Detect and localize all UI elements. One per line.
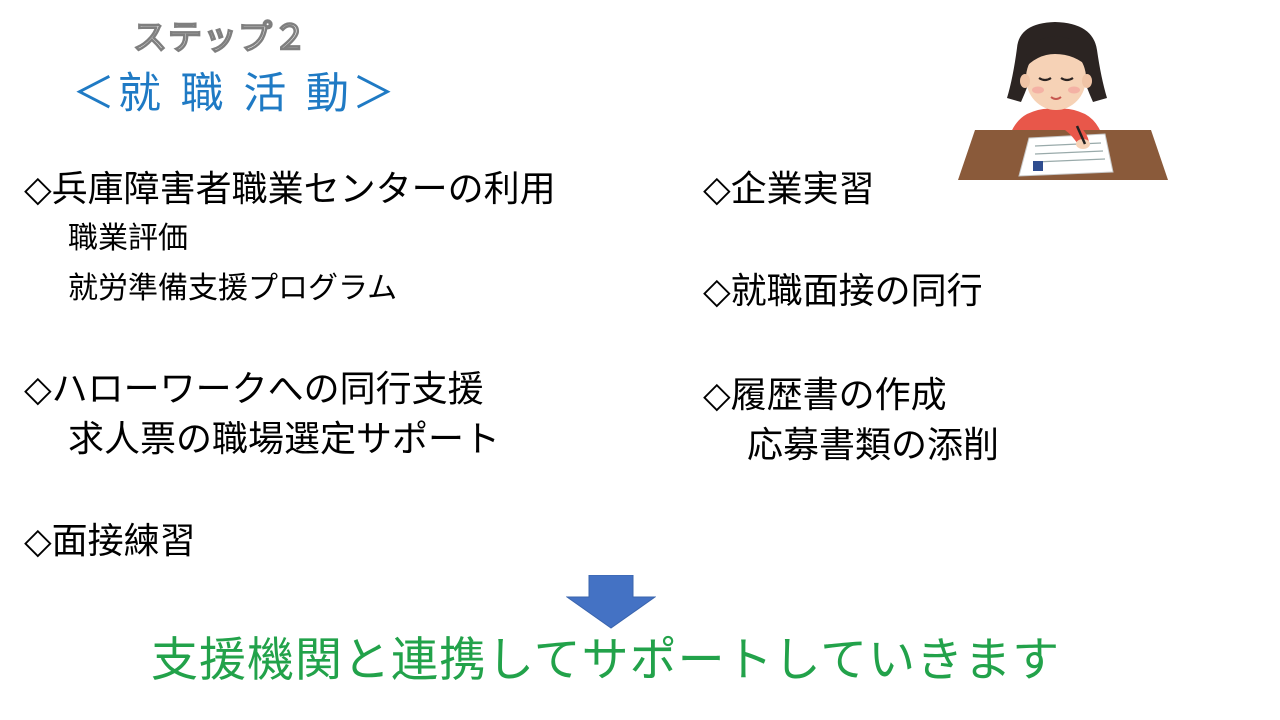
down-arrow-icon (565, 574, 657, 629)
list-item-interview-practice: ◇面接練習 (24, 518, 196, 566)
list-item-internship: ◇企業実習 (703, 166, 875, 214)
item-sub: 就労準備支援プログラム (68, 271, 398, 306)
step-label: ステップ２ (132, 17, 308, 58)
woman-writing-illustration-icon (955, 18, 1170, 183)
list-item-hellowork: ◇ハローワークへの同行支援 求人票の職場選定サポート (24, 366, 500, 466)
list-item-hyogo-center: ◇兵庫障害者職業センターの利用 職業評価 就労準備支援プログラム (24, 166, 556, 314)
item-sub: 職業評価 (68, 221, 188, 256)
item-title: ◇就職面接の同行 (703, 271, 983, 312)
item-sub: 応募書類の添削 (747, 425, 1000, 466)
item-sub: 求人票の職場選定サポート (68, 419, 501, 460)
list-item-resume: ◇履歴書の作成 応募書類の添削 (703, 372, 999, 472)
conclusion-text: 支援機関と連携してサポートしていきます (151, 633, 1061, 688)
item-title: ◇ハローワークへの同行支援 (24, 369, 484, 410)
item-title: ◇兵庫障害者職業センターの利用 (24, 169, 556, 210)
item-title: ◇企業実習 (703, 169, 875, 210)
list-item-interview-accompany: ◇就職面接の同行 (703, 268, 983, 316)
item-title: ◇面接練習 (24, 521, 196, 562)
page-title: ＜就 職 活 動＞ (72, 69, 399, 119)
item-title: ◇履歴書の作成 (703, 375, 947, 416)
